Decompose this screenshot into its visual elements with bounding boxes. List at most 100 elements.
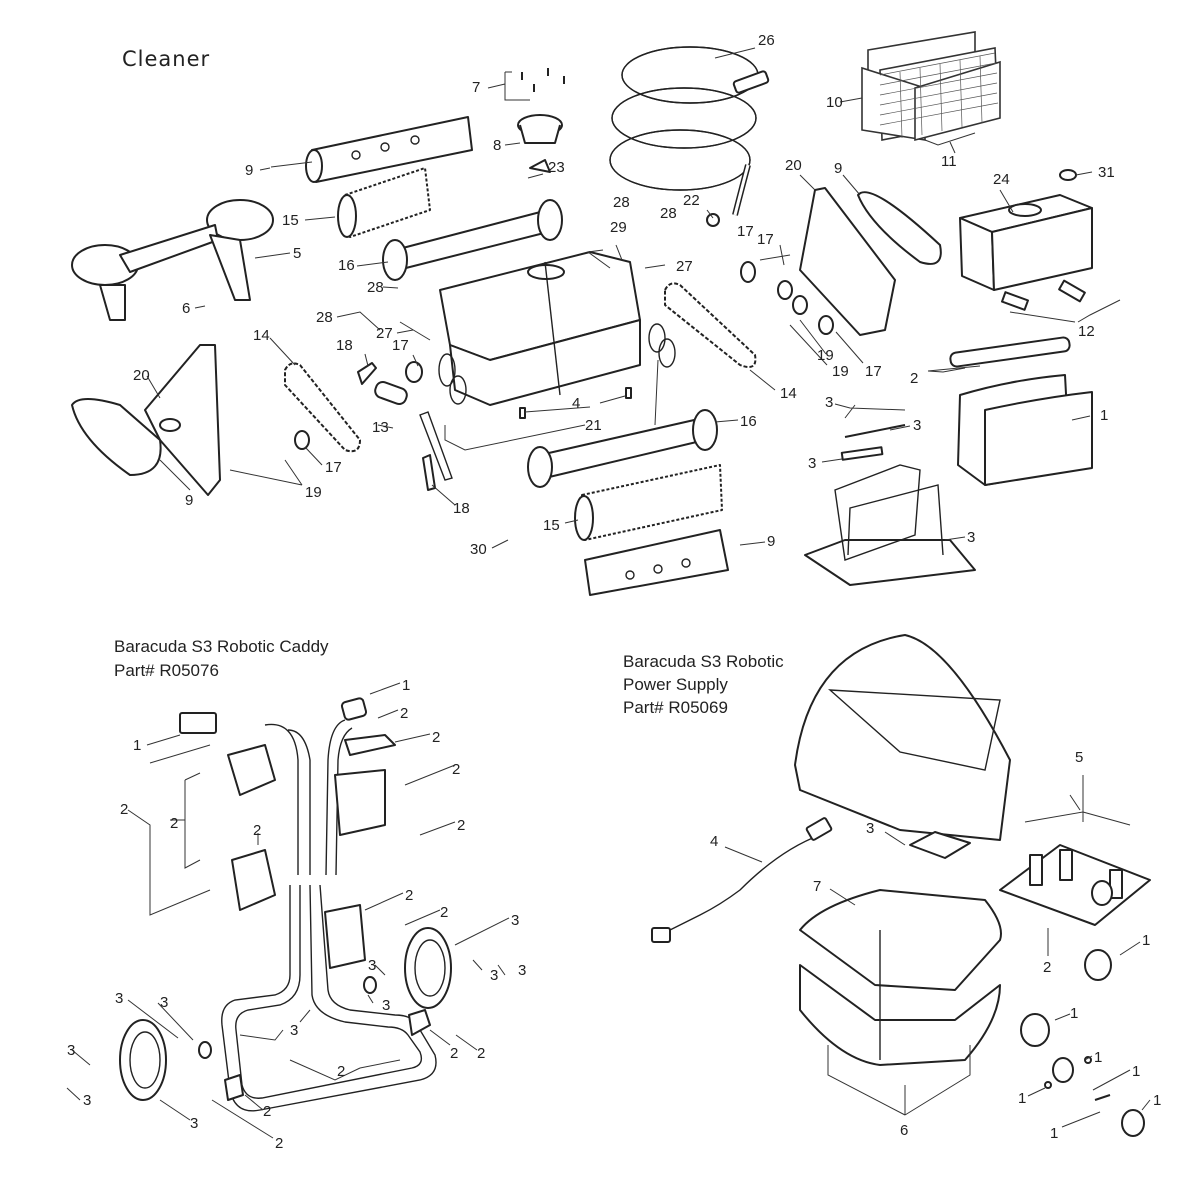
bushing-parts — [294, 261, 834, 450]
callout-label: 13 — [372, 419, 389, 436]
callout-label: 2 — [432, 729, 440, 746]
callout-label: 18 — [336, 337, 353, 354]
callout-label: 3 — [967, 529, 975, 546]
latch-part — [422, 454, 436, 491]
side-plate-part-right — [799, 187, 896, 336]
callout-label: 3 — [382, 997, 390, 1014]
callout-label: 1 — [1153, 1092, 1161, 1109]
callout-label: 3 — [518, 962, 526, 979]
filter-bag-part — [957, 374, 1093, 486]
callout-label: 3 — [825, 394, 833, 411]
callout-label: 9 — [834, 160, 842, 177]
latch-part — [357, 362, 377, 385]
clip-part — [625, 387, 632, 399]
bumper-part-right — [857, 191, 942, 265]
caddy-section-title: Baracuda S3 Robotic Caddy — [114, 637, 329, 656]
callout-label: 21 — [585, 417, 602, 434]
callout-label: 2 — [1043, 959, 1051, 976]
impeller-part — [529, 159, 551, 173]
caddy-part-number: Part# R05076 — [114, 661, 219, 680]
pump-housing-part — [517, 114, 563, 144]
callout-label: 26 — [758, 32, 775, 49]
callout-label: 6 — [900, 1122, 908, 1139]
plate-parts — [1001, 279, 1086, 311]
cleaner-section-title: Cleaner — [122, 47, 210, 71]
circuit-board-part — [909, 831, 971, 859]
callout-label: 3 — [83, 1092, 91, 1109]
callout-label: 3 — [67, 1042, 75, 1059]
caddy-callouts: 1 2 1 2 2 2 2 2 2 2 2 3 3 3 3 3 3 3 3 3 … — [67, 677, 526, 1152]
roller-part-lower — [527, 409, 718, 488]
callout-label: 29 — [610, 219, 627, 236]
handle-part — [71, 199, 274, 321]
roller-cover-part-upper — [305, 116, 473, 183]
callout-label: 6 — [182, 300, 190, 317]
callout-label: 2 — [450, 1045, 458, 1062]
callout-label: 14 — [780, 385, 797, 402]
callout-label: 4 — [572, 395, 580, 412]
callout-label: 24 — [993, 171, 1010, 188]
callout-label: 3 — [368, 957, 376, 974]
callout-label: 9 — [185, 492, 193, 509]
callout-label: 28 — [613, 194, 630, 211]
power-supply-title-line2: Power Supply — [623, 675, 728, 694]
caddy-bracket-parts — [224, 734, 431, 1101]
callout-label: 23 — [548, 159, 565, 176]
callout-label: 1 — [1100, 407, 1108, 424]
callout-label: 1 — [133, 737, 141, 754]
callout-label: 3 — [511, 912, 519, 929]
callout-label: 7 — [813, 878, 821, 895]
roller-part-upper — [382, 199, 563, 281]
callout-label: 20 — [785, 157, 802, 174]
clip-part — [519, 407, 526, 419]
hose-cable-part — [609, 46, 770, 216]
callout-label: 1 — [1018, 1090, 1026, 1107]
callout-label: 2 — [120, 801, 128, 818]
callout-label: 1 — [1050, 1125, 1058, 1142]
callout-label: 19 — [305, 484, 322, 501]
caddy-handle-grip-part — [179, 697, 368, 734]
callout-label: 2 — [337, 1063, 345, 1080]
callout-label: 10 — [826, 94, 843, 111]
callout-label: 17 — [737, 223, 754, 240]
callout-label: 2 — [457, 817, 465, 834]
callout-label: 18 — [453, 500, 470, 517]
power-supply-title-line1: Baracuda S3 Robotic — [623, 652, 784, 671]
callout-label: 5 — [293, 245, 301, 262]
o-ring-part — [438, 353, 456, 387]
callout-label: 1 — [1070, 1005, 1078, 1022]
caddy-leader-lines — [66, 682, 510, 1139]
callout-label: 2 — [400, 705, 408, 722]
callout-label: 2 — [452, 761, 460, 778]
callout-label: 17 — [392, 337, 409, 354]
o-ring-part — [449, 375, 467, 405]
power-supply-base-part — [799, 889, 1002, 1066]
callout-label: 3 — [115, 990, 123, 1007]
callout-label: 3 — [290, 1022, 298, 1039]
callout-label: 20 — [133, 367, 150, 384]
callout-label: 16 — [740, 413, 757, 430]
callout-label: 3 — [913, 417, 921, 434]
callout-label: 30 — [470, 541, 487, 558]
callout-label: 22 — [683, 192, 700, 209]
callout-label: 15 — [543, 517, 560, 534]
power-cord-part — [651, 817, 833, 943]
callout-label: 2 — [405, 887, 413, 904]
side-plate-part-left — [144, 344, 221, 496]
callout-label: 17 — [865, 363, 882, 380]
callout-label: 28 — [316, 309, 333, 326]
callout-label: 2 — [910, 370, 918, 387]
callout-label: 15 — [282, 212, 299, 229]
gasket-part — [949, 336, 1071, 368]
callout-label: 19 — [832, 363, 849, 380]
callout-label: 7 — [472, 79, 480, 96]
callout-label: 17 — [757, 231, 774, 248]
callout-label: 12 — [1078, 323, 1095, 340]
callout-label: 9 — [767, 533, 775, 550]
callout-label: 11 — [941, 153, 957, 170]
callout-label: 14 — [253, 327, 270, 344]
callout-label: 1 — [402, 677, 410, 694]
callout-label: 31 — [1098, 164, 1115, 181]
callout-label: 1 — [1132, 1063, 1140, 1080]
